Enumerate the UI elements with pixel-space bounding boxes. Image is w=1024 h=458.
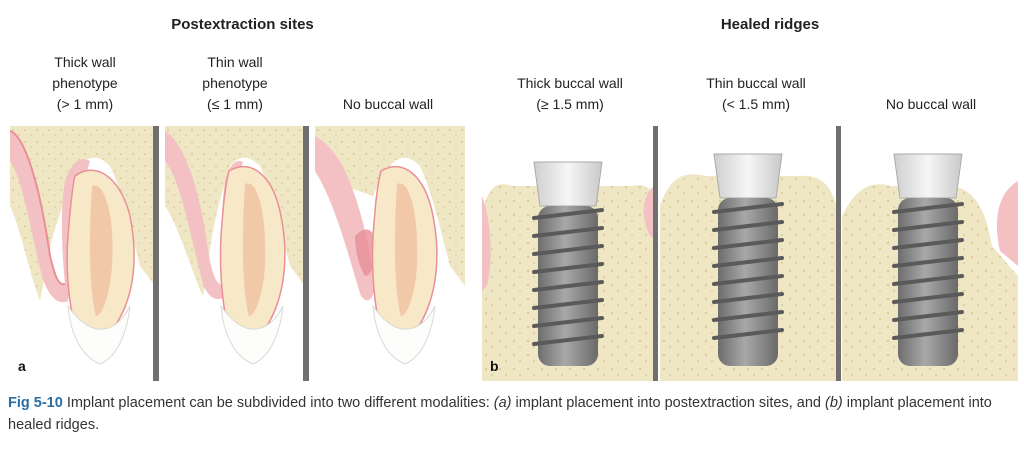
implant-thread: [892, 202, 964, 214]
label-line: (> 1 mm): [56, 96, 114, 112]
implant-thread: [892, 310, 964, 322]
caption-ref-a: (a): [493, 395, 512, 411]
implant-thread: [892, 256, 964, 268]
implant-thread: [892, 220, 964, 232]
implant-thread: [712, 310, 784, 322]
label-line: (≤ 1 mm): [207, 96, 263, 112]
figure-caption: Fig 5-10 Implant placement can be subdiv…: [8, 392, 1018, 436]
label-line: phenotype: [202, 75, 268, 91]
implant-thread: [532, 208, 604, 220]
figure-label: Fig 5-10: [8, 395, 63, 411]
caption-text-2: implant placement into postextraction si…: [511, 395, 826, 411]
implant-thread: [532, 226, 604, 238]
label-line: (< 1.5 mm): [721, 96, 791, 112]
implant-thread: [892, 292, 964, 304]
implant-threads: [532, 202, 964, 346]
label-no-buccal-wall-b: No buccal wall: [866, 94, 996, 115]
label-line: No buccal wall: [342, 96, 434, 112]
label-thin-buccal-wall: Thin buccal wall (< 1.5 mm): [686, 73, 826, 115]
label-thin-wall-phenotype: Thin wall phenotype (≤ 1 mm): [180, 52, 290, 115]
label-thick-buccal-wall: Thick buccal wall (≥ 1.5 mm): [500, 73, 640, 115]
caption-ref-b: (b): [825, 395, 843, 411]
ridge-thick-buccal-wall: [482, 126, 658, 381]
implant-thread: [712, 202, 784, 214]
label-line: phenotype: [52, 75, 118, 91]
socket-thick-wall: [10, 126, 159, 381]
label-line: Thin wall: [207, 54, 263, 70]
socket-thin-wall: [165, 126, 309, 381]
implant-thread: [532, 280, 604, 292]
label-line: Thin buccal wall: [706, 75, 806, 91]
implant-thread: [892, 238, 964, 250]
label-no-buccal-wall-a: No buccal wall: [328, 94, 448, 115]
implant-thread: [712, 220, 784, 232]
implant-thread: [532, 316, 604, 328]
panel-a-illustration: [10, 126, 465, 381]
implant-thread: [892, 328, 964, 340]
socket-no-buccal-wall: [315, 126, 465, 365]
group-title-postextraction: Postextraction sites: [171, 16, 314, 33]
implant-thread: [712, 328, 784, 340]
implant-thread: [532, 244, 604, 256]
label-line: (≥ 1.5 mm): [536, 96, 604, 112]
label-line: Thick wall: [54, 54, 116, 70]
panel-b-illustration: [482, 126, 1018, 381]
implant-thread: [532, 334, 604, 346]
group-title-healed-ridges: Healed ridges: [720, 16, 820, 33]
ridge-thin-buccal-wall: [660, 126, 841, 381]
panel-letter-b: b: [490, 358, 499, 374]
implant-thread: [712, 256, 784, 268]
implant-thread: [712, 274, 784, 286]
label-line: Thick buccal wall: [517, 75, 623, 91]
implant-thread: [532, 298, 604, 310]
implant-thread: [532, 262, 604, 274]
implant-thread: [712, 292, 784, 304]
implant-thread: [712, 238, 784, 250]
label-line: No buccal wall: [885, 96, 977, 112]
caption-text-1: Implant placement can be subdivided into…: [62, 395, 494, 411]
label-thick-wall-phenotype: Thick wall phenotype (> 1 mm): [30, 52, 140, 115]
ridge-no-buccal-wall: [842, 153, 1018, 381]
implant-thread: [892, 274, 964, 286]
panel-letter-a: a: [18, 358, 26, 374]
caption-text-3: implant placement into healed ridges.: [8, 395, 992, 433]
